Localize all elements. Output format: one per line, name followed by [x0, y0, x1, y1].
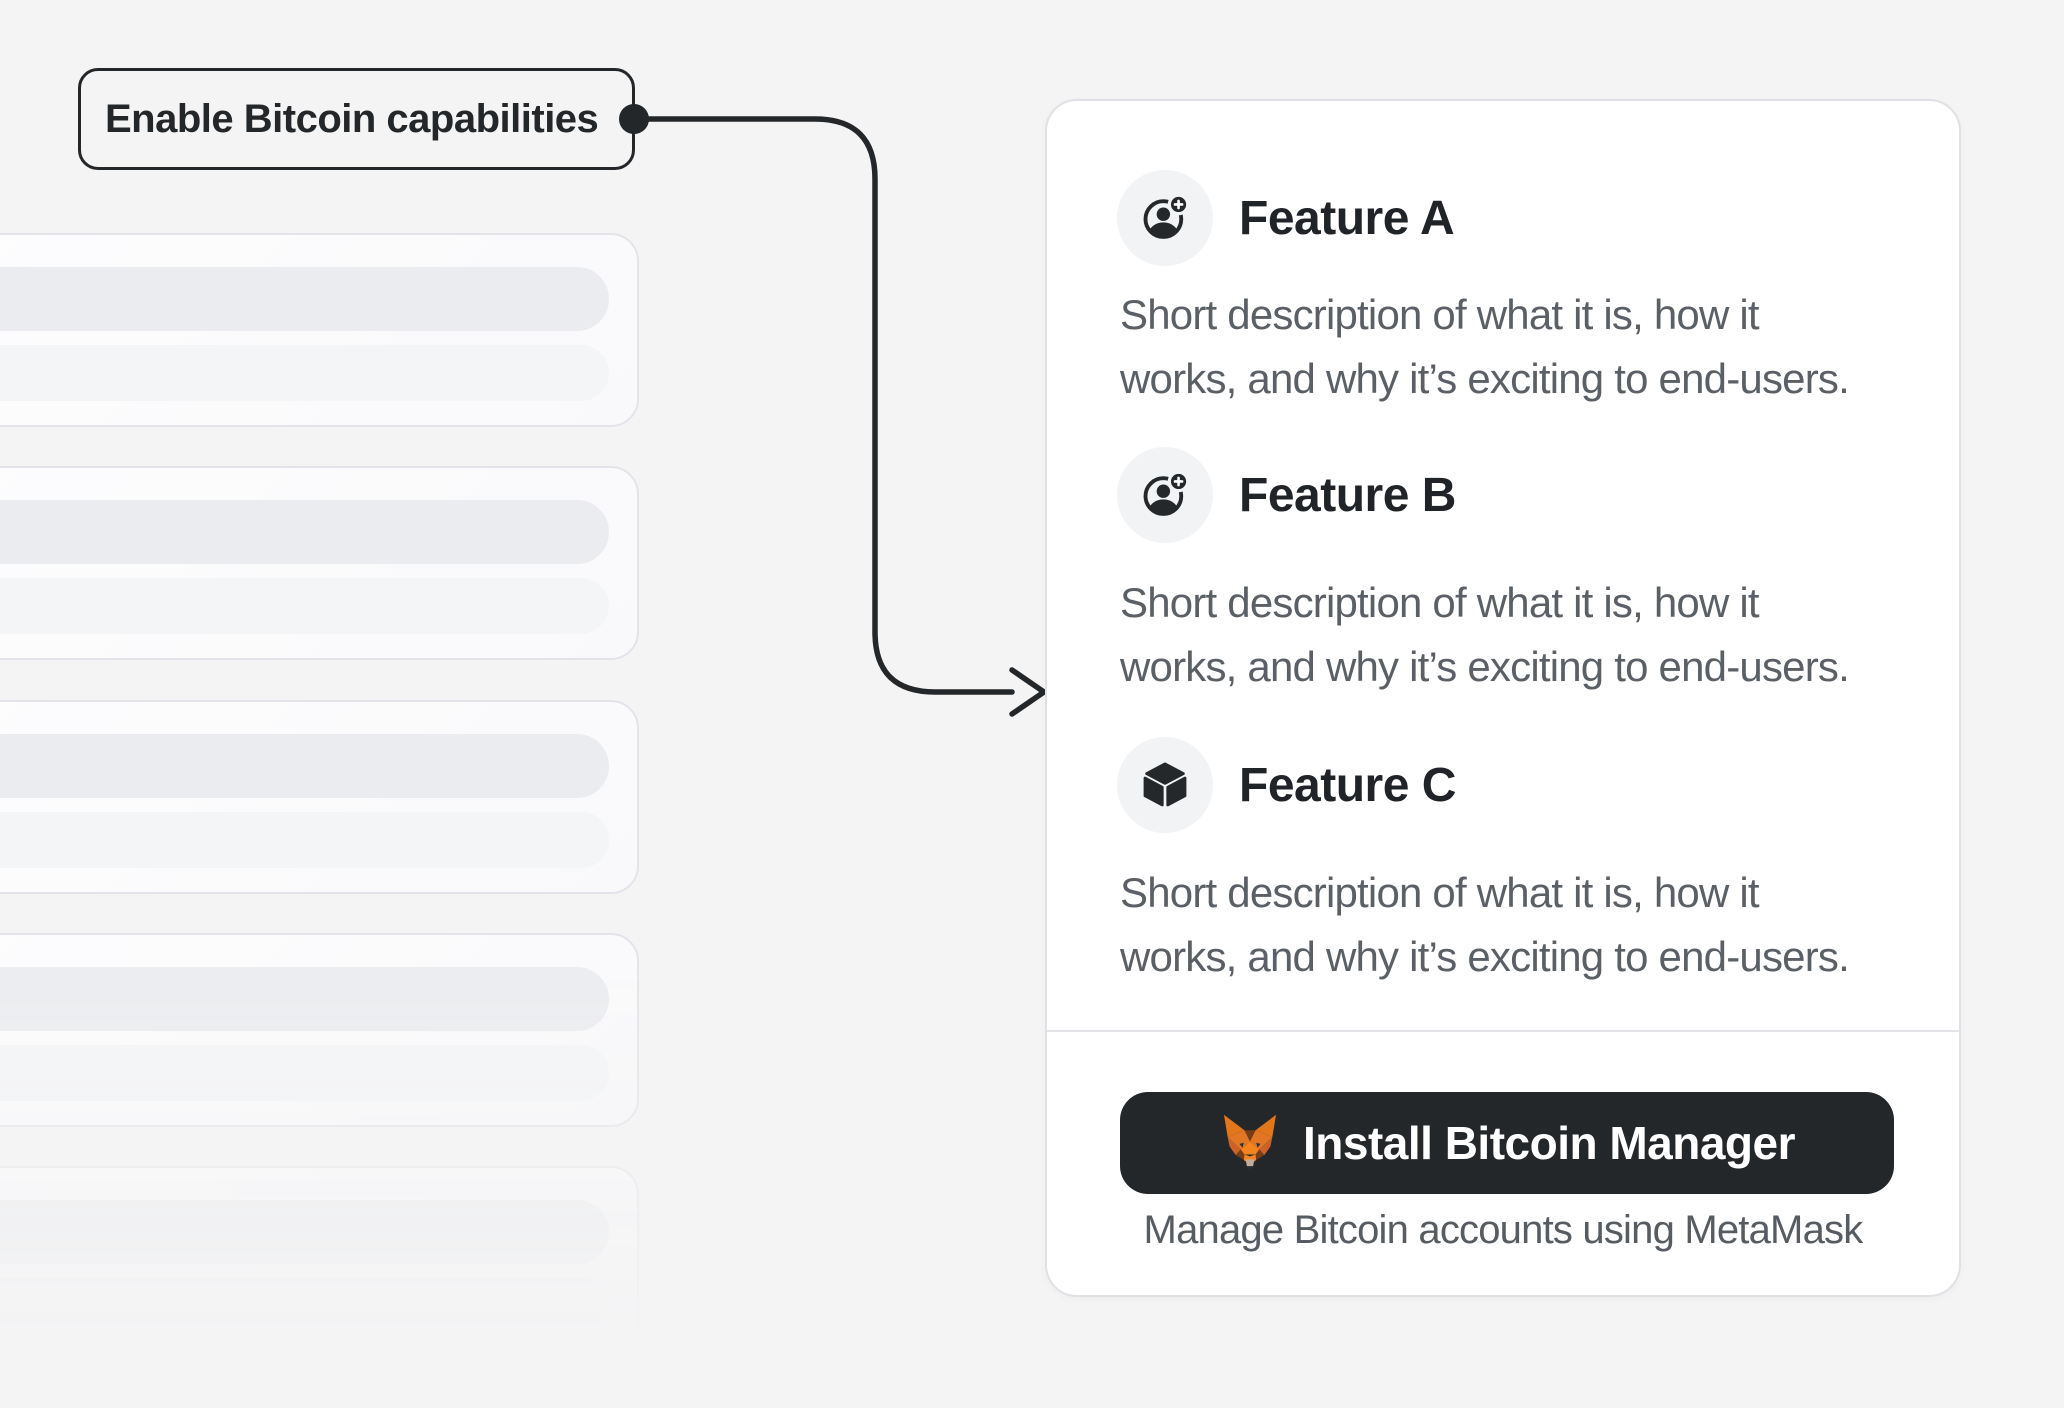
- skeleton-bar: [0, 500, 609, 564]
- skeleton-column: [0, 0, 720, 1408]
- feature-c-desc-line2: works, and why it’s exciting to end-user…: [1120, 933, 1850, 980]
- skeleton-card: [0, 933, 639, 1127]
- skeleton-card: [0, 1166, 639, 1360]
- feature-c-description: Short description of what it is, how it …: [1120, 861, 1920, 989]
- feature-b-title: Feature B: [1239, 468, 1456, 522]
- panel-divider: [1047, 1030, 1959, 1032]
- user-add-icon: [1143, 193, 1190, 239]
- install-bitcoin-manager-button[interactable]: Install Bitcoin Manager: [1120, 1092, 1894, 1194]
- metamask-fox-icon: [1223, 1114, 1277, 1170]
- feature-a-desc-line1: Short description of what it is, how it: [1120, 291, 1760, 338]
- feature-a-desc-line2: works, and why it’s exciting to end-user…: [1120, 355, 1850, 402]
- skeleton-bar: [0, 345, 609, 401]
- feature-row-b: Feature B: [1117, 447, 1456, 543]
- feature-c-title: Feature C: [1239, 758, 1456, 812]
- skeleton-bar: [0, 1045, 609, 1101]
- feature-a-icon-circle: [1117, 170, 1213, 266]
- feature-a-title: Feature A: [1239, 191, 1455, 245]
- feature-b-desc-line1: Short description of what it is, how it: [1120, 579, 1760, 626]
- feature-row-a: Feature A: [1117, 170, 1455, 266]
- features-panel: Feature A Short description of what it i…: [1045, 99, 1961, 1297]
- feature-b-icon-circle: [1117, 447, 1213, 543]
- skeleton-card: [0, 233, 639, 427]
- skeleton-bar: [0, 734, 609, 798]
- arrowhead-icon: [1009, 667, 1047, 717]
- skeleton-card: [0, 466, 639, 660]
- skeleton-bar: [0, 578, 609, 634]
- feature-row-c: Feature C: [1117, 737, 1456, 833]
- feature-b-desc-line2: works, and why it’s exciting to end-user…: [1120, 643, 1850, 690]
- install-button-label: Install Bitcoin Manager: [1302, 1117, 1796, 1169]
- feature-a-description: Short description of what it is, how it …: [1120, 283, 1920, 411]
- user-add-icon: [1143, 470, 1190, 516]
- feature-c-icon-circle: [1117, 737, 1213, 833]
- skeleton-bar: [0, 267, 609, 331]
- panel-caption: Manage Bitcoin accounts using MetaMask: [1143, 1208, 1864, 1252]
- skeleton-bar: [0, 1200, 609, 1264]
- annotation-label: Enable Bitcoin capabilities: [78, 68, 635, 170]
- annotation-label-text: Enable Bitcoin capabilities: [105, 96, 599, 141]
- skeleton-bar: [0, 967, 609, 1031]
- skeleton-card: [0, 700, 639, 894]
- feature-c-desc-line1: Short description of what it is, how it: [1120, 869, 1760, 916]
- skeleton-bar: [0, 1278, 609, 1334]
- feature-b-description: Short description of what it is, how it …: [1120, 571, 1920, 699]
- cube-icon: [1143, 762, 1187, 807]
- skeleton-bar: [0, 812, 609, 868]
